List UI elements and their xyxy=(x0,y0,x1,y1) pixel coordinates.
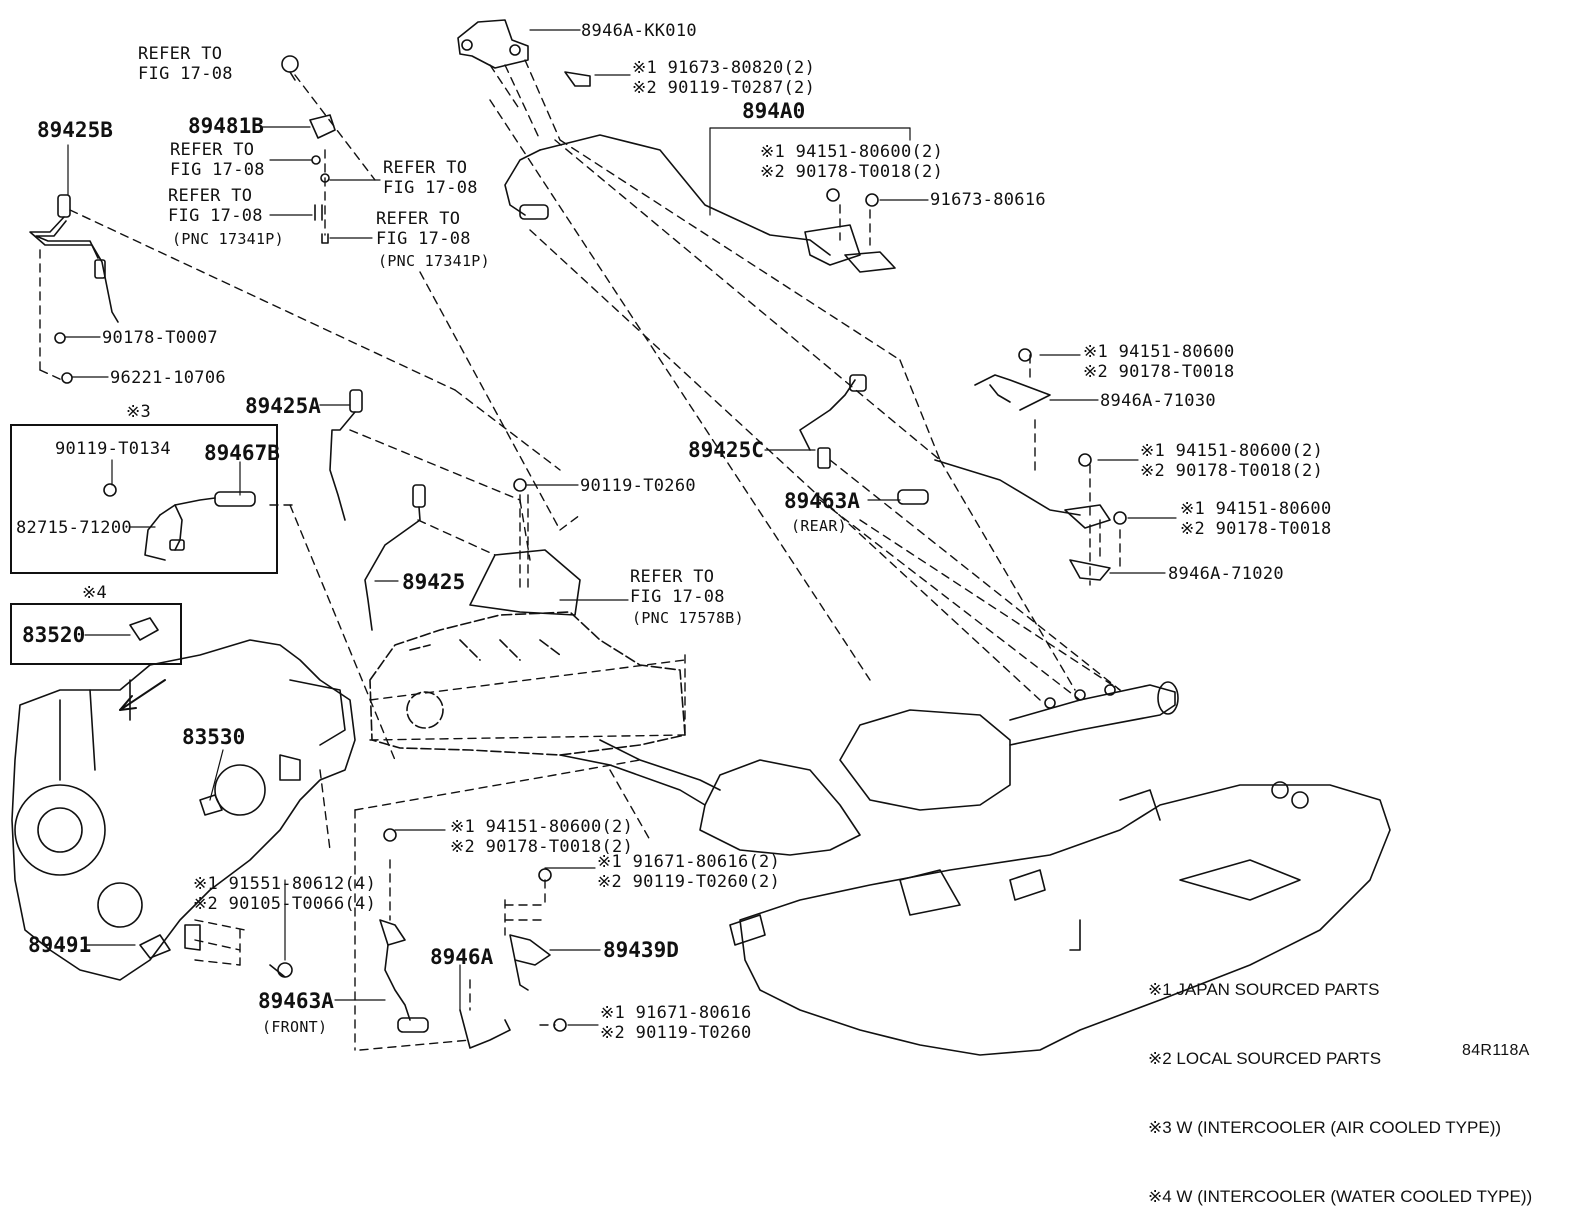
solid-leaders xyxy=(64,29,1177,1026)
refer-to-label: REFER TO FIG 17-08 xyxy=(170,140,265,180)
part-number-894A0[interactable]: 894A0 xyxy=(742,99,806,123)
part-number-89463A-rear[interactable]: 89463A xyxy=(784,489,860,513)
intercooler-air-box xyxy=(10,424,278,574)
note-4-marker: ※4 xyxy=(82,583,108,603)
parts-diagram xyxy=(11,19,1391,1056)
part-89481B-bracket xyxy=(281,55,336,244)
legend-item-3: ※3 W (INTERCOOLER (AIR COOLED TYPE)) xyxy=(1148,1118,1502,1137)
part-number-91673-80616[interactable]: 91673-80616 xyxy=(930,190,1046,210)
part-pair-91551-80612[interactable]: ※1 91551-80612(4) ※2 90105-T0066(4) xyxy=(193,874,377,914)
part-pair-94151-80600[interactable]: ※1 94151-80600(2) ※2 90178-T0018(2) xyxy=(760,142,944,182)
intercooler-water-box xyxy=(10,603,182,665)
harness-clip xyxy=(989,384,1011,403)
legend-item-2: ※2 LOCAL SOURCED PARTS xyxy=(1148,1049,1382,1068)
part-number-82715-71200[interactable]: 82715-71200 xyxy=(16,518,132,538)
part-89425-sensor xyxy=(364,478,581,631)
part-pair-94151-80600[interactable]: ※1 94151-80600 ※2 90178-T0018 xyxy=(1083,342,1235,382)
refer-to-label: REFER TO FIG 17-08 xyxy=(376,209,471,249)
part-number-89439D[interactable]: 89439D xyxy=(603,938,679,962)
part-pair-94151-80600[interactable]: ※1 94151-80600(2) ※2 90178-T0018(2) xyxy=(1140,441,1324,481)
part-89463A-rear-sensor xyxy=(897,453,1127,581)
part-pair-94151-80600[interactable]: ※1 94151-80600(2) ※2 90178-T0018(2) xyxy=(450,817,634,857)
part-number-90119-T0260[interactable]: 90119-T0260 xyxy=(580,476,696,496)
part-number-83530[interactable]: 83530 xyxy=(182,725,246,749)
refer-to-label: REFER TO FIG 17-08 xyxy=(383,158,478,198)
refer-to-label: REFER TO FIG 17-08 xyxy=(630,567,725,607)
fuel-tank xyxy=(729,781,1391,1056)
legend-item-1: ※1 JAPAN SOURCED PARTS xyxy=(1148,980,1380,999)
part-number-96221-10706[interactable]: 96221-10706 xyxy=(110,368,226,388)
part-number-89491[interactable]: 89491 xyxy=(28,933,92,957)
part-83520-sensor xyxy=(129,617,159,641)
part-pair-91671-80616[interactable]: ※1 91671-80616(2) ※2 90119-T0260(2) xyxy=(597,852,781,892)
part-8946A-bracket xyxy=(459,1009,511,1049)
part-number-8946A-71030[interactable]: 8946A-71030 xyxy=(1100,391,1216,411)
diagram-code: 84R118A xyxy=(1462,1042,1530,1059)
refer-to-label: REFER TO FIG 17-08 xyxy=(168,186,263,226)
dashed-leaders xyxy=(39,59,1121,1051)
exhaust-system xyxy=(559,681,1179,856)
part-number-89425C[interactable]: 89425C xyxy=(688,438,764,462)
part-number-89463A-front[interactable]: 89463A xyxy=(258,989,334,1013)
part-number-89425[interactable]: 89425 xyxy=(402,570,466,594)
part-number-89425A[interactable]: 89425A xyxy=(245,394,321,418)
part-number-89481B[interactable]: 89481B xyxy=(188,114,264,138)
part-89439D-sensor xyxy=(509,868,567,1032)
part-89463A-front-sensor xyxy=(379,828,429,1033)
front-label: (FRONT) xyxy=(262,1018,328,1036)
rear-label: (REAR) xyxy=(791,517,847,535)
refer-to-label: REFER TO FIG 17-08 xyxy=(138,44,233,84)
pnc-label: (PNC 17578B) xyxy=(632,609,744,627)
pnc-label: (PNC 17341P) xyxy=(378,252,490,270)
part-number-90178-T0007[interactable]: 90178-T0007 xyxy=(102,328,218,348)
part-89425A-sensor xyxy=(329,389,363,521)
part-pair-94151-80600[interactable]: ※1 94151-80600 ※2 90178-T0018 xyxy=(1180,499,1332,539)
legend-item-4: ※4 W (INTERCOOLER (WATER COOLED TYPE)) xyxy=(1148,1187,1533,1206)
part-8946A-71030-harness xyxy=(974,348,1051,411)
part-89467B-sensor xyxy=(103,483,256,561)
part-number-8946A-71020[interactable]: 8946A-71020 xyxy=(1168,564,1284,584)
pnc-label: (PNC 17341P) xyxy=(172,230,284,248)
part-number-8946A-KK010[interactable]: 8946A-KK010 xyxy=(581,21,697,41)
part-pair-91671-80616[interactable]: ※1 91671-80616 ※2 90119-T0260 xyxy=(600,1003,752,1043)
part-894A0-harness xyxy=(504,134,896,273)
part-pair-91673-80820[interactable]: ※1 91673-80820(2) ※2 90119-T0287(2) xyxy=(632,58,816,98)
center-engine xyxy=(369,611,686,756)
part-number-8946A[interactable]: 8946A xyxy=(430,945,494,969)
part-89425B-sensor xyxy=(29,194,119,384)
part-8946A-KK010-bracket xyxy=(457,19,591,87)
part-number-89467B[interactable]: 89467B xyxy=(204,441,280,465)
legend: ※1 JAPAN SOURCED PARTS ※2 LOCAL SOURCED … xyxy=(1148,932,1532,1231)
part-number-89425B[interactable]: 89425B xyxy=(37,118,113,142)
part-number-90119-T0134[interactable]: 90119-T0134 xyxy=(55,439,171,459)
part-89425C-sensor xyxy=(799,374,867,469)
note-3-marker: ※3 xyxy=(126,402,152,422)
part-number-83520[interactable]: 83520 xyxy=(22,623,86,647)
engine-block xyxy=(11,639,356,981)
